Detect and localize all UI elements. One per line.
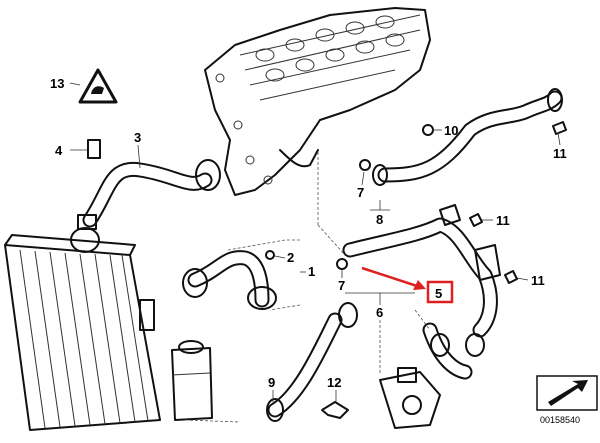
bolt-11-mid <box>469 213 483 227</box>
callout-13: 13 <box>50 76 64 91</box>
reference-box: 00158540 <box>536 375 598 425</box>
bolt-10 <box>422 124 434 136</box>
callout-5: 5 <box>435 286 442 301</box>
hose-3 <box>70 159 221 253</box>
hose-5 <box>342 204 501 380</box>
hose-9 <box>266 302 358 422</box>
hose-8 <box>372 88 563 186</box>
bolt-11-low <box>504 270 518 284</box>
callout-4: 4 <box>55 143 63 158</box>
callout-7-low: 7 <box>338 278 345 293</box>
callout-11-mid: 11 <box>496 213 510 228</box>
callout-1: 1 <box>308 264 315 279</box>
engine-cylinder-head <box>204 7 431 196</box>
callout-2: 2 <box>287 250 294 265</box>
callout-11-low: 11 <box>531 273 545 288</box>
radiator <box>4 234 161 431</box>
callout-7-top: 7 <box>357 185 364 200</box>
direction-arrow-icon <box>548 380 588 406</box>
callout-11-top: 11 <box>553 146 567 161</box>
callout-9: 9 <box>268 375 275 390</box>
bolt-11-top <box>552 121 567 135</box>
callout-3: 3 <box>134 130 141 145</box>
clip-12 <box>321 401 349 419</box>
expansion-tank <box>171 340 213 421</box>
warning-triangle-icon <box>78 68 118 104</box>
callout-10: 10 <box>444 123 458 138</box>
callout-8: 8 <box>376 212 383 227</box>
leader-lines <box>69 82 561 423</box>
hose-1 <box>182 250 277 310</box>
gasket-2 <box>265 250 275 260</box>
highlight-annotation <box>361 266 454 304</box>
callout-12: 12 <box>327 375 341 390</box>
gasket-7-low <box>336 258 348 270</box>
reference-number: 00158540 <box>540 415 580 425</box>
sensor-4 <box>87 139 101 159</box>
callout-6: 6 <box>376 305 383 320</box>
water-pump <box>379 367 441 429</box>
gasket-7-top <box>359 159 371 171</box>
